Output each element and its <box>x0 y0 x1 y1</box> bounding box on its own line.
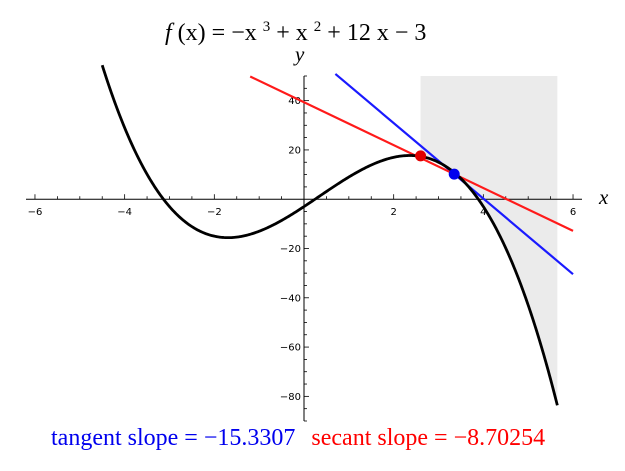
footer-group: tangent slope = −15.3307 secant slope = … <box>51 425 545 451</box>
cubic-curve <box>100 64 559 406</box>
x-tick-label: 4 <box>480 207 486 218</box>
secant-point <box>415 150 427 162</box>
x-tick-label: 6 <box>570 207 576 218</box>
y-tick-label: −20 <box>280 244 301 255</box>
x-tick-label: −4 <box>117 207 132 218</box>
y-tick-label: 40 <box>288 96 301 107</box>
curve-layer <box>100 64 559 406</box>
tangent-point <box>448 168 460 180</box>
axes-layer: −6 −4 −2 2 4 6 40 20 −20 −40 −60 −80 <box>26 75 582 422</box>
y-tick-label: −80 <box>280 392 301 403</box>
title-exp-2: 2 <box>314 19 322 35</box>
shade-layer <box>420 76 558 406</box>
shaded-region <box>420 76 558 406</box>
title-mid: + x <box>276 20 308 46</box>
x-tick-label: −2 <box>207 207 222 218</box>
title: f (x) = −x 3 + x 2 + 12 x − 3 <box>165 11 426 46</box>
tangent-slope-label: tangent slope = <box>51 425 204 451</box>
title-fx: f <box>165 20 175 46</box>
title-exp-1: 3 <box>263 19 271 35</box>
y-tick-label: −60 <box>280 343 301 354</box>
points-layer <box>415 150 460 180</box>
secant-slope-label: secant slope = <box>311 425 453 451</box>
secant-line <box>249 75 574 232</box>
axis-labels: x y <box>293 42 609 209</box>
title-tail: + 12 x − 3 <box>327 20 426 46</box>
footer-text: tangent slope = −15.3307 secant slope = … <box>51 425 545 451</box>
x-axis-label: x <box>598 185 609 209</box>
x-tick-label: 2 <box>390 207 396 218</box>
title-x-left: (x) = −x <box>178 20 257 46</box>
tangent-slope-value: −15.3307 <box>204 425 296 451</box>
y-axis-label: y <box>293 42 305 66</box>
secant-slope-value: −8.70254 <box>454 425 546 451</box>
y-tick-label: −40 <box>280 293 301 304</box>
title-group: f (x) = −x 3 + x 2 + 12 x − 3 <box>165 11 426 46</box>
x-tick-label: −6 <box>28 207 43 218</box>
y-tick-label: 20 <box>288 145 301 156</box>
